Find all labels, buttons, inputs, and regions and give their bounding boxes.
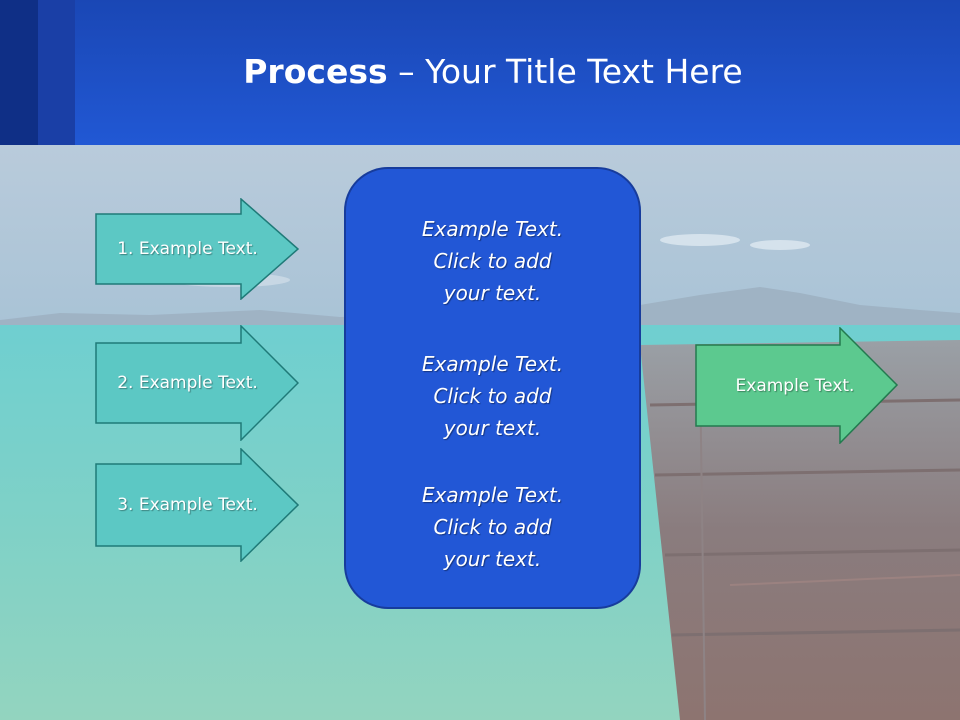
arrow-shape <box>95 198 299 300</box>
center-text-block-1: Example Text. Click to add your text. <box>346 213 639 309</box>
arrow-label: Example Text. <box>735 375 855 396</box>
text-line: Example Text. <box>421 217 564 241</box>
header-accent-stripe <box>38 0 75 145</box>
process-arrow-3[interactable]: 3. Example Text. <box>95 448 299 562</box>
text-line: Click to add <box>433 384 552 408</box>
text-line: Example Text. <box>421 352 564 376</box>
text-line: Click to add <box>433 249 552 273</box>
title-rest-part: – Your Title Text Here <box>387 52 743 91</box>
text-line: Click to add <box>433 515 552 539</box>
result-arrow[interactable]: Example Text. <box>695 327 899 444</box>
title-bold-part: Process <box>243 52 388 91</box>
arrow-shape <box>95 325 299 441</box>
slide-title[interactable]: Process – Your Title Text Here <box>0 52 960 91</box>
arrow-label: 1. Example Text. <box>117 239 258 259</box>
slide-header: Process – Your Title Text Here <box>0 0 960 145</box>
text-line: your text. <box>443 281 542 305</box>
header-accent-stripe <box>0 0 38 145</box>
arrow-label: 3. Example Text. <box>117 495 258 515</box>
arrow-shape <box>695 327 899 444</box>
center-content-box[interactable]: Example Text. Click to add your text. Ex… <box>344 167 641 609</box>
center-text-block-2: Example Text. Click to add your text. <box>346 348 639 444</box>
text-line: Example Text. <box>421 483 564 507</box>
process-arrow-1[interactable]: 1. Example Text. <box>95 198 299 300</box>
text-line: your text. <box>443 547 542 571</box>
center-text-block-3: Example Text. Click to add your text. <box>346 479 639 575</box>
process-arrow-2[interactable]: 2. Example Text. <box>95 325 299 441</box>
arrow-shape <box>95 448 299 562</box>
arrow-label: 2. Example Text. <box>117 373 258 393</box>
text-line: your text. <box>443 416 542 440</box>
